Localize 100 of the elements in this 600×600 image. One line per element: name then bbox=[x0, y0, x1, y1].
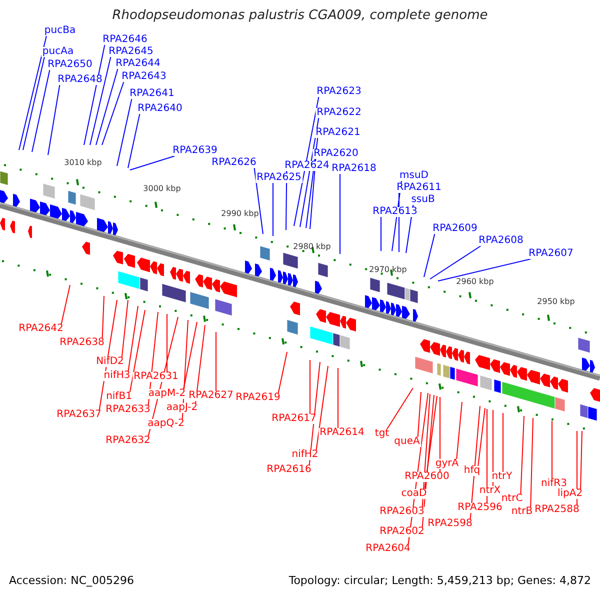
leader-line bbox=[121, 300, 128, 358]
leader-line bbox=[90, 56, 112, 146]
gene-label: nifH3 bbox=[102, 371, 132, 381]
leader-line bbox=[116, 98, 132, 166]
gene-label: RPA2623 bbox=[316, 87, 362, 97]
gene-label: gyrA bbox=[434, 459, 460, 469]
scale-label: 2980 kbp bbox=[293, 243, 331, 251]
gene-label: NifD2 bbox=[95, 357, 125, 367]
leader-line bbox=[520, 416, 524, 494]
gene-label: ntrB bbox=[510, 507, 534, 517]
gene-label: RPA2602 bbox=[378, 527, 426, 537]
leader-line bbox=[424, 396, 438, 490]
leader-line bbox=[278, 352, 288, 394]
gene-label: RPA2645 bbox=[108, 47, 154, 57]
gene-label: aapM-2 bbox=[147, 389, 187, 399]
gene-label: RPA2641 bbox=[128, 89, 176, 99]
leader-line bbox=[48, 84, 60, 156]
footer-text: Accession: NC_005296 bbox=[9, 575, 134, 586]
leader-line bbox=[470, 406, 480, 520]
leader-line bbox=[102, 296, 104, 338]
leader-line bbox=[166, 314, 168, 372]
scale-label: 3010 kbp bbox=[64, 159, 102, 167]
gene-label: coaD bbox=[400, 489, 428, 499]
gene-label: queA bbox=[393, 437, 421, 447]
gene-label: RPA2616 bbox=[266, 465, 312, 475]
gene-label: RPA2642 bbox=[18, 324, 64, 334]
leader-line bbox=[438, 258, 532, 282]
leader-line bbox=[530, 418, 534, 508]
gene-label: RPA2617 bbox=[270, 414, 318, 424]
leader-line bbox=[580, 430, 582, 490]
gene-label: RPA2631 bbox=[132, 372, 180, 382]
leader-line bbox=[316, 366, 328, 450]
gene-label: msuD bbox=[398, 171, 430, 181]
gene-label: RPA2613 bbox=[372, 207, 418, 217]
gene-label: RPA2626 bbox=[210, 158, 258, 168]
leader-line bbox=[96, 68, 118, 146]
leader-line bbox=[128, 114, 140, 168]
gene-label: RPA2622 bbox=[316, 108, 362, 118]
leader-line bbox=[22, 56, 45, 150]
scale-label: 2970 kbp bbox=[369, 266, 407, 274]
leader-line bbox=[456, 402, 462, 460]
gene-label: RPA2596 bbox=[456, 503, 504, 513]
leader-line bbox=[310, 158, 316, 230]
leader-line bbox=[417, 392, 422, 438]
leader-line bbox=[18, 36, 47, 150]
gene-label: RPA2643 bbox=[120, 72, 168, 82]
gene-label: RPA2625 bbox=[256, 173, 302, 183]
scale-label: 2960 kbp bbox=[456, 278, 494, 286]
gene-label: RPA2646 bbox=[102, 35, 148, 45]
leader-line bbox=[60, 284, 70, 324]
gene-label: RPA2609 bbox=[432, 224, 478, 234]
gene-label: RPA2640 bbox=[136, 104, 184, 114]
gene-label: RPA2644 bbox=[114, 59, 162, 69]
leader-line bbox=[294, 96, 320, 226]
gene-label: RPA2603 bbox=[378, 507, 426, 517]
gene-label: RPA2638 bbox=[58, 338, 106, 348]
leader-line bbox=[486, 408, 488, 504]
gene-label: nifR3 bbox=[540, 479, 568, 489]
gene-label: aapJ-2 bbox=[165, 403, 199, 413]
gene-label: RPA2619 bbox=[234, 393, 282, 403]
gene-label: RPA2632 bbox=[104, 436, 152, 446]
gene-label: RPA2607 bbox=[528, 249, 574, 259]
leader-line bbox=[128, 306, 138, 372]
gene-label: pucAa bbox=[41, 47, 75, 57]
gene-label: RPA2633 bbox=[104, 405, 152, 415]
leader-line bbox=[380, 216, 382, 252]
leader-line bbox=[129, 310, 146, 392]
gene-label: nifH2 bbox=[290, 450, 320, 460]
gene-label: RPA2600 bbox=[404, 472, 450, 482]
leader-line bbox=[430, 246, 482, 280]
leader-line bbox=[183, 322, 198, 390]
leader-line bbox=[502, 412, 504, 472]
leader-line bbox=[195, 324, 206, 404]
gene-label: ssuB bbox=[410, 195, 436, 205]
leader-line bbox=[576, 430, 578, 506]
leader-line bbox=[272, 182, 274, 236]
gene-label: RPA2618 bbox=[330, 164, 378, 174]
gene-label: RPA2639 bbox=[172, 146, 218, 156]
leader-line bbox=[492, 410, 494, 486]
gene-label: RPA2637 bbox=[56, 410, 102, 420]
gene-label: aapQ-2 bbox=[146, 419, 186, 429]
gene-label: RPA2650 bbox=[46, 60, 94, 70]
gene-label: RPA2624 bbox=[284, 161, 330, 171]
gene-label: ntrX bbox=[478, 486, 502, 496]
leader-line bbox=[32, 70, 50, 152]
gene-label: lipA2 bbox=[556, 489, 584, 499]
gene-label: RPA2608 bbox=[478, 236, 524, 246]
scale-label: 2990 kbp bbox=[221, 210, 259, 218]
gene-label: tgt bbox=[374, 429, 390, 439]
gene-label: RPA2604 bbox=[364, 544, 412, 554]
scale-label: 2950 kbp bbox=[537, 298, 575, 306]
scale-label: 3000 kbp bbox=[143, 185, 181, 193]
leader-line bbox=[254, 168, 264, 234]
leader-line bbox=[386, 388, 414, 430]
leader-line bbox=[84, 44, 106, 146]
gene-label: RPA2614 bbox=[318, 428, 366, 438]
title: Rhodopseudomonas palustris CGA009, complete genome bbox=[111, 9, 489, 22]
gene-label: RPA2621 bbox=[314, 128, 362, 138]
gene-label: ntrC bbox=[500, 494, 524, 504]
leader-line bbox=[102, 82, 124, 146]
